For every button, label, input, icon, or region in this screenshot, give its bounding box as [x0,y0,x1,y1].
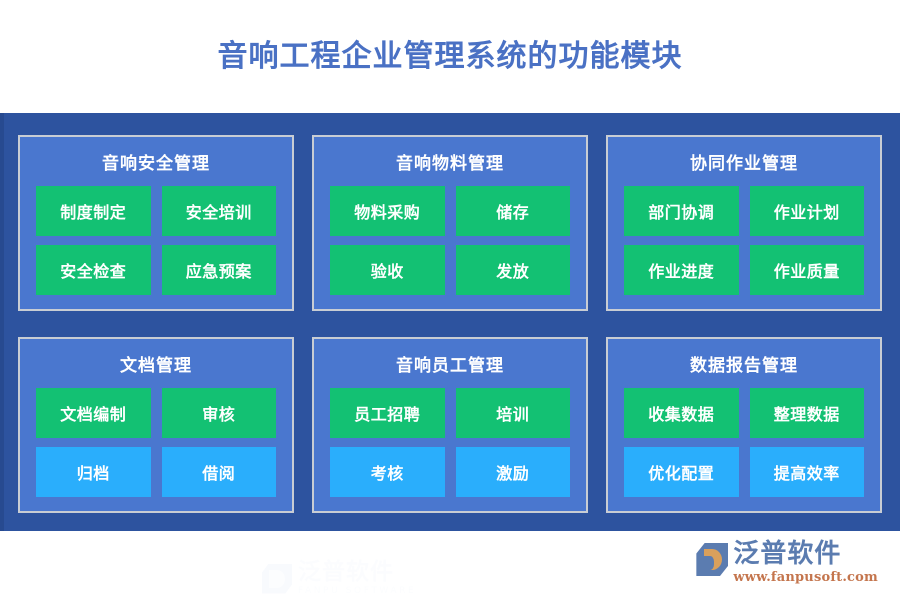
module-button-zhengli-shuju[interactable]: 整理数据 [749,388,864,438]
card-button-group: 文档编制 审核 归档 借阅 [36,388,276,497]
card-button-group: 收集数据 整理数据 优化配置 提高效率 [624,388,864,497]
module-button-anquan-peixun[interactable]: 安全培训 [161,186,276,236]
card-title: 文档管理 [120,356,192,376]
page-title: 音响工程企业管理系统的功能模块 [217,39,683,74]
module-button-zhidu-zhiding[interactable]: 制度制定 [36,186,151,236]
card-button-group: 物料采购 储存 验收 发放 [330,186,570,295]
module-button-tigao-xiaolv[interactable]: 提高效率 [749,447,864,497]
module-card-data-report: 数据报告管理 收集数据 整理数据 优化配置 提高效率 [606,337,882,513]
module-button-shouji-shuju[interactable]: 收集数据 [624,388,739,438]
card-button-group: 员工招聘 培训 考核 激励 [330,388,570,497]
module-button-peixun[interactable]: 培训 [455,388,570,438]
module-button-bumen-xietiao[interactable]: 部门协调 [624,186,739,236]
module-card-collaborative-work: 协同作业管理 部门协调 作业计划 作业进度 作业质量 [606,135,882,311]
module-card-audio-safety: 音响安全管理 制度制定 安全培训 安全检查 应急预案 [18,135,294,311]
modules-panel: 泛普软件 FANPU SOFTWARE 音响安全管理 制度制定 安全培训 安全检… [0,113,900,596]
module-card-grid: 音响安全管理 制度制定 安全培训 安全检查 应急预案 音响物料管理 物料采购 储… [18,135,882,513]
module-card-document: 文档管理 文档编制 审核 归档 借阅 [18,337,294,513]
module-button-kaohe[interactable]: 考核 [330,447,445,497]
card-title: 数据报告管理 [690,356,798,376]
card-title: 音响安全管理 [102,154,210,174]
module-button-yanshou[interactable]: 验收 [330,245,445,295]
module-button-wuliao-caigou[interactable]: 物料采购 [330,186,445,236]
card-title: 音响物料管理 [396,154,504,174]
module-button-guidang[interactable]: 归档 [36,447,151,497]
title-bar: 音响工程企业管理系统的功能模块 [0,0,900,113]
module-button-zuoye-jihua[interactable]: 作业计划 [749,186,864,236]
module-button-anquan-jiancha[interactable]: 安全检查 [36,245,151,295]
module-button-yingji-yuan[interactable]: 应急预案 [161,245,276,295]
module-button-wendang-bianzhi[interactable]: 文档编制 [36,388,151,438]
brand-name: 泛普软件 [733,539,842,569]
card-title: 音响员工管理 [396,356,504,376]
module-button-shenhe[interactable]: 审核 [161,388,276,438]
module-button-zuoye-jindu[interactable]: 作业进度 [624,245,739,295]
brand-logo: 泛普软件 www.fanpusoft.com [696,539,878,586]
module-card-audio-material: 音响物料管理 物料采购 储存 验收 发放 [312,135,588,311]
module-button-yuangong-zhaopin[interactable]: 员工招聘 [330,388,445,438]
module-button-jili[interactable]: 激励 [455,447,570,497]
module-button-youhua-peizhi[interactable]: 优化配置 [624,447,739,497]
module-button-jieyue[interactable]: 借阅 [161,447,276,497]
module-card-audio-employee: 音响员工管理 员工招聘 培训 考核 激励 [312,337,588,513]
module-button-chucun[interactable]: 储存 [455,186,570,236]
card-button-group: 制度制定 安全培训 安全检查 应急预案 [36,186,276,295]
module-button-fafang[interactable]: 发放 [455,245,570,295]
card-title: 协同作业管理 [690,154,798,174]
card-button-group: 部门协调 作业计划 作业进度 作业质量 [624,186,864,295]
module-button-zuoye-zhiliang[interactable]: 作业质量 [749,245,864,295]
brand-website: www.fanpusoft.com [733,570,878,586]
brand-logo-text: 泛普软件 www.fanpusoft.com [733,539,878,586]
footer: 泛普软件 www.fanpusoft.com [0,531,900,600]
fanpu-logo-icon [696,543,729,576]
